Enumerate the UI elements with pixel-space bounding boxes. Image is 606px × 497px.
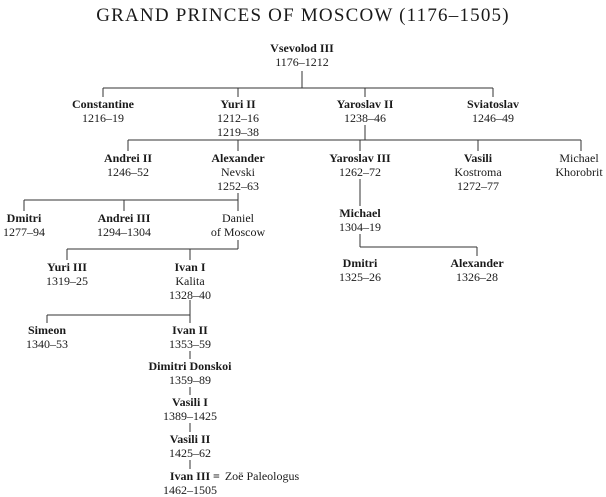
connector-vsevolod-children: [102, 71, 494, 97]
epithet: Khorobrit: [555, 165, 603, 179]
reign-dates: 1425–62: [169, 446, 211, 460]
person-name: Yaroslav II: [336, 97, 394, 111]
reign-dates: 1238–46: [343, 111, 386, 125]
spouse-name: Zoë Paleologus: [224, 469, 300, 483]
person-name: Simeon: [27, 323, 66, 337]
diagram-title: GRAND PRINCES OF MOSCOW (1176–1505): [96, 5, 510, 26]
reign-dates: 1340–53: [26, 337, 68, 351]
reign-dates: 1246–49: [471, 111, 514, 125]
person-name: Constantine: [71, 97, 135, 111]
epithet: Kostroma: [454, 165, 502, 179]
marriage-annotation: = Zoë Paleologus: [213, 469, 299, 483]
person-name: Ivan III: [169, 469, 211, 483]
person-name: Ivan I: [174, 260, 206, 274]
reign-dates: 1212–16: [217, 111, 259, 125]
person-name: Vasili: [463, 151, 493, 165]
person-name: Dmitri: [342, 256, 378, 270]
connector-michael-children: [359, 234, 478, 256]
epithet: of Moscow: [210, 225, 266, 239]
reign-dates: 1294–1304: [97, 225, 151, 239]
person-name: Dimitri Donskoi: [148, 359, 232, 373]
person-name: Yaroslav III: [329, 151, 391, 165]
reign-dates: 1325–26: [339, 270, 381, 284]
person-name: Andrei II: [103, 151, 153, 165]
reign-dates: 1277–94: [3, 225, 45, 239]
reign-dates: 1462–1505: [163, 483, 217, 497]
reign-dates: 1272–77: [456, 179, 499, 193]
person-name: Vasili I: [172, 395, 208, 409]
person-name: Michael: [339, 206, 381, 220]
reign-dates: 1219–38: [217, 125, 259, 139]
reign-dates: 1304–19: [339, 220, 381, 234]
reign-dates: 1389–1425: [163, 409, 217, 423]
connector-daniel-children: [66, 240, 239, 260]
person-name: Dmitri: [6, 211, 42, 225]
reign-dates: 1252–63: [216, 179, 259, 193]
person-name: Ivan II: [172, 323, 208, 337]
reign-dates: 1326–28: [455, 270, 498, 284]
reign-dates: 1328–40: [169, 288, 211, 302]
reign-dates: 1246–52: [107, 165, 149, 179]
person-name: Alexander: [211, 151, 265, 165]
marriage-symbol: =: [213, 469, 220, 483]
person-name: Yuri III: [47, 260, 87, 274]
epithet: Kalita: [175, 274, 205, 288]
reign-dates: 1359–89: [168, 373, 211, 387]
reign-dates: 1353–59: [169, 337, 211, 351]
reign-dates: 1176–1212: [275, 55, 329, 69]
connector-yaroslav2-children: [127, 125, 582, 151]
reign-dates: 1216–19: [81, 111, 124, 125]
epithet: Nevski: [220, 165, 255, 179]
reign-dates: 1319–25: [46, 274, 88, 288]
person-name: Daniel: [221, 211, 254, 225]
connector-ivan1-children: [46, 300, 191, 323]
person-name: Yuri II: [220, 97, 256, 111]
person-name: Vsevolod III: [270, 41, 334, 55]
person-name: Alexander: [450, 256, 504, 270]
person-name: Andrei III: [97, 211, 151, 225]
person-name: Michael: [559, 151, 599, 165]
reign-dates: 1262–72: [339, 165, 381, 179]
person-name: Vasili II: [169, 432, 211, 446]
connector-nevski-children: [23, 193, 239, 211]
person-name: Sviatoslav: [466, 97, 520, 111]
